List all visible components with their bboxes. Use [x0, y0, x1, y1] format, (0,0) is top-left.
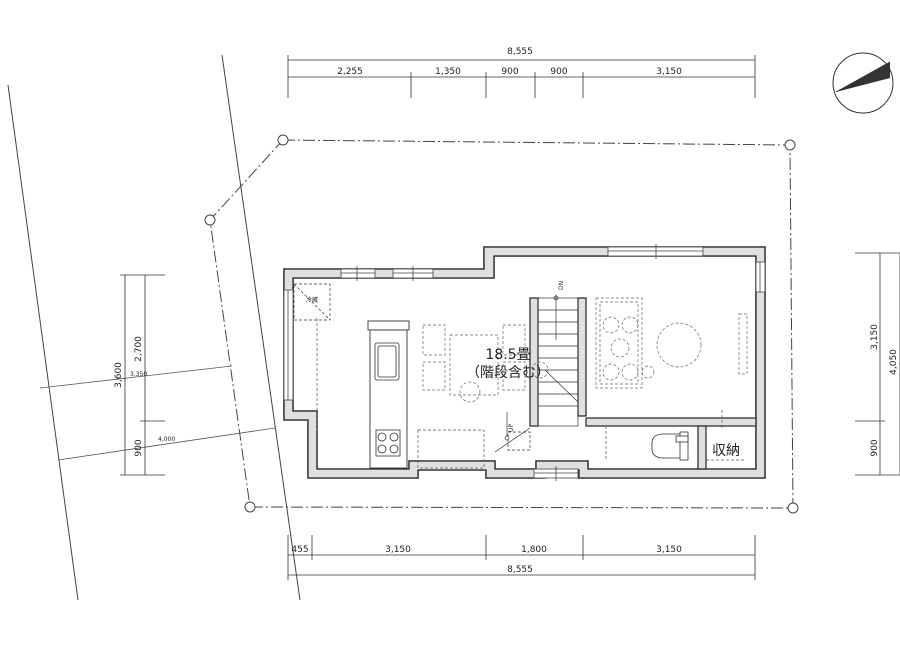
top-dim-2: 1,350: [435, 67, 461, 77]
left-inner-dim-2: 900: [134, 439, 144, 456]
stairs-lower: [494, 412, 531, 453]
bottom-dim-4: 3,150: [656, 545, 682, 555]
right-outer-dim: 4,050: [889, 349, 899, 375]
sink-icon: [374, 342, 400, 381]
cabinet-outlines: [316, 318, 485, 469]
living-furniture: [595, 297, 748, 389]
right-inner-dim-1: 3,150: [870, 324, 880, 350]
road-lines: [7, 54, 301, 601]
top-dim-3: 900: [501, 67, 518, 77]
site-boundary: [209, 139, 794, 509]
left-dimension-lines: [120, 274, 165, 476]
right-dimension-lines: [855, 252, 900, 476]
top-total-dim: 8,555: [507, 47, 533, 57]
stairs-down-label: DN: [558, 281, 565, 290]
top-dimension-lines: [287, 55, 756, 98]
toilet-icon: [651, 431, 689, 461]
stove-icon: [375, 429, 401, 457]
setback-lines: [39, 365, 276, 461]
bottom-dim-2: 3,150: [385, 545, 411, 555]
compass-icon: [832, 52, 894, 114]
setback-label-1: 3,350: [130, 371, 147, 378]
bottom-dim-1: 455: [291, 545, 308, 555]
top-dim-5: 3,150: [656, 67, 682, 77]
main-area-note: （階段含む）: [466, 365, 550, 381]
bottom-dim-3: 1,800: [521, 545, 547, 555]
fridge-label: 冷蔵: [306, 296, 318, 304]
top-dim-4: 900: [550, 67, 567, 77]
boundary-markers: [204, 134, 799, 514]
wall-fill: [284, 247, 765, 478]
storage-label: 収納: [712, 443, 740, 459]
bottom-dimension-lines: [287, 535, 756, 580]
stairs-up-label: UP: [508, 424, 515, 432]
fridge-icon: [293, 283, 331, 321]
bottom-total-dim: 8,555: [507, 565, 533, 575]
setback-label-2: 4,000: [158, 436, 175, 443]
right-inner-dim-2: 900: [870, 439, 880, 456]
doors: [605, 410, 744, 461]
window-lines: [287, 244, 761, 481]
dining-table: [422, 324, 549, 403]
top-dim-1: 2,255: [337, 67, 363, 77]
left-outer-dim: 3,600: [114, 362, 124, 388]
main-area-label: 18.5畳: [485, 347, 530, 363]
left-inner-dim-1: 2,700: [134, 336, 144, 362]
